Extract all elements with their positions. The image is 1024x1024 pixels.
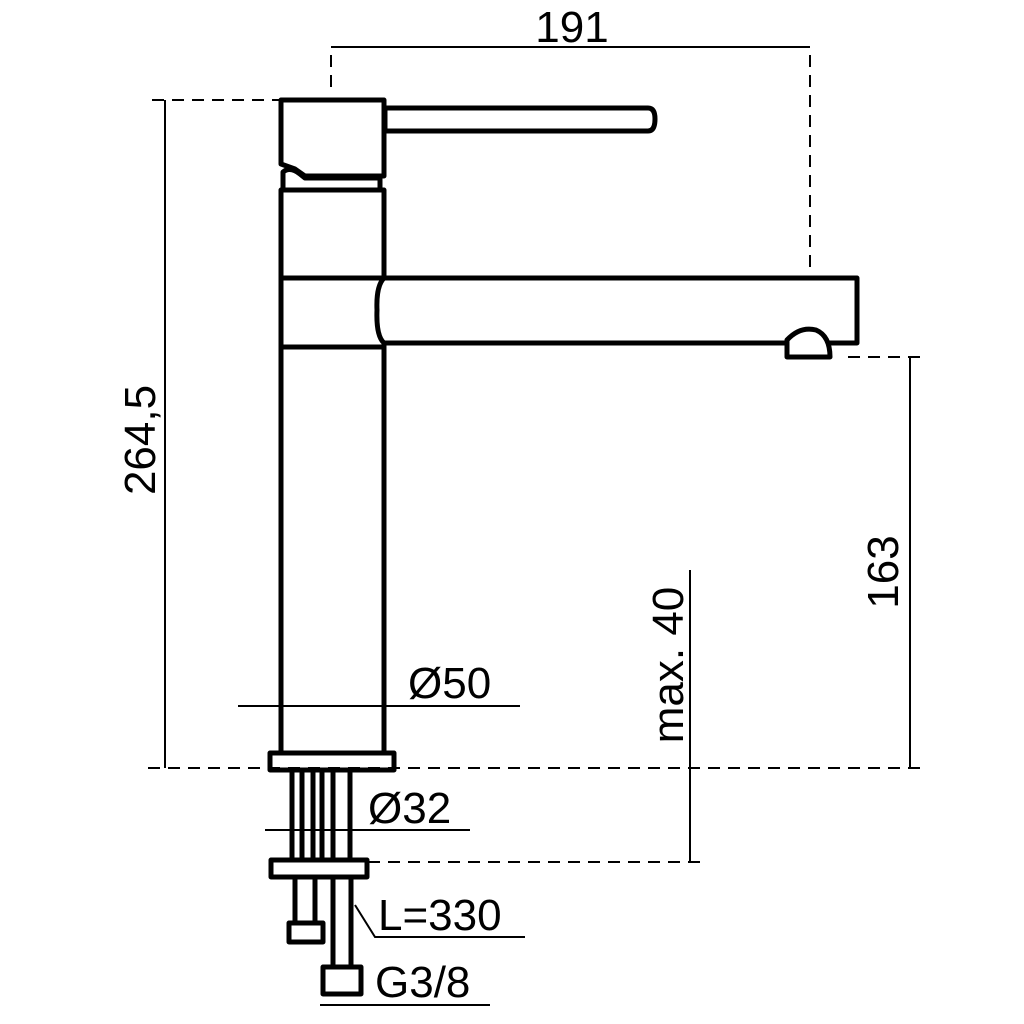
dimension-hose-length: L=330	[354, 891, 525, 940]
dimension-body-diameter: Ø50	[238, 659, 520, 708]
dimension-connection-thread: G3/8	[320, 958, 490, 1007]
dimension-label-connection-thread: G3/8	[375, 958, 470, 1007]
dimension-label-max-thickness: max. 40	[644, 587, 693, 744]
supply-hose-right	[330, 874, 354, 970]
dimension-label-body-diameter: Ø50	[408, 659, 491, 708]
faucet-body-lower	[278, 344, 387, 758]
mounting-shank	[289, 767, 353, 863]
faucet-body-joint	[278, 275, 387, 350]
dimension-label-hose-length: L=330	[378, 891, 502, 940]
dimension-label-shank-diameter: Ø32	[368, 784, 451, 833]
dimension-label-total-height: 264,5	[116, 385, 165, 495]
dimension-total-height: 264,5	[116, 99, 920, 769]
faucet-body-upper	[278, 187, 387, 281]
spout	[374, 275, 860, 346]
dimension-label-width: 191	[535, 3, 608, 52]
dimension-label-spout-height: 163	[859, 535, 908, 608]
handle-ring	[280, 166, 383, 193]
dimension-spout-height: 163	[848, 356, 922, 768]
lever-handle	[382, 105, 658, 134]
dimension-width: 191	[330, 3, 811, 272]
dimension-max-thickness: max. 40	[368, 570, 702, 863]
mounting-nut-plate	[268, 857, 370, 880]
hose-nut-left	[286, 920, 326, 945]
supply-hose-left	[292, 874, 318, 926]
handle-block	[278, 97, 387, 179]
dimension-shank-diameter: Ø32	[265, 784, 470, 833]
hose-connector-right	[320, 964, 364, 997]
faucet	[267, 97, 860, 997]
aerator	[784, 326, 833, 360]
